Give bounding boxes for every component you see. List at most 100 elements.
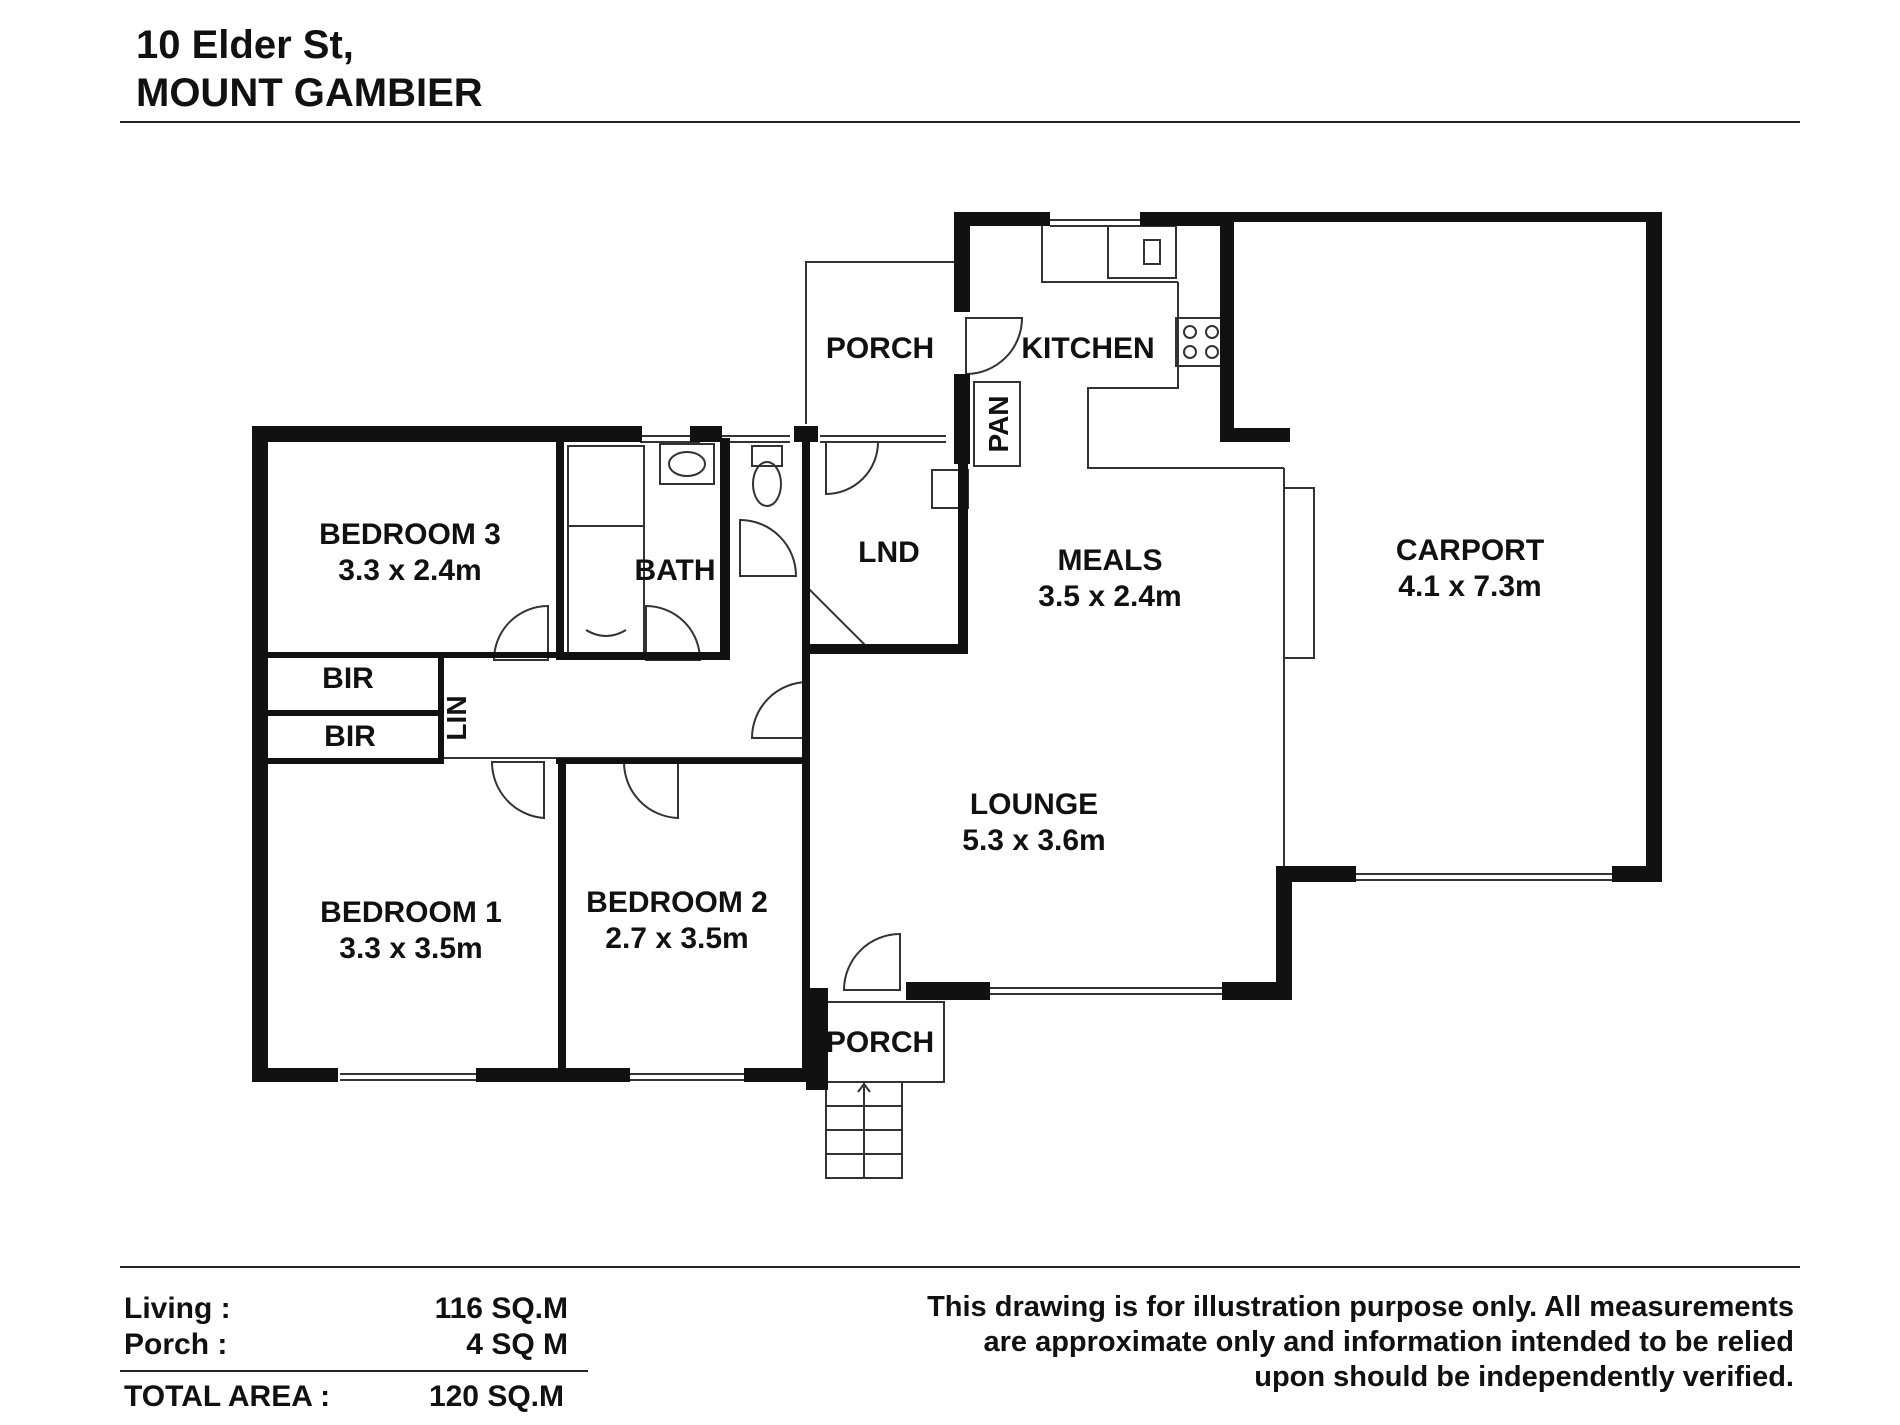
bed2-window xyxy=(630,1073,744,1081)
footer-rule xyxy=(120,1266,1800,1268)
wall-bed2-right xyxy=(802,758,810,1070)
door-wc xyxy=(739,518,798,577)
wall-bottom-3 xyxy=(744,1068,822,1082)
bath-tub xyxy=(567,526,645,655)
door-porch-kitchen xyxy=(965,317,1024,376)
wall-bed3-right xyxy=(556,438,564,660)
wall-porch-left xyxy=(806,988,828,1090)
wall-top-left xyxy=(252,426,642,442)
wall-top-mid xyxy=(690,426,722,442)
wall-bir-bottom xyxy=(268,758,444,764)
porch-front-name: PORCH xyxy=(826,1026,934,1059)
wall-lnd-bottom xyxy=(802,644,966,654)
bedroom1-size: 3.3 x 3.5m xyxy=(339,932,482,965)
wall-lnd-right xyxy=(958,462,968,654)
carport-name: CARPORT xyxy=(1396,534,1544,567)
bir1-name: BIR xyxy=(322,662,374,695)
kitchen-island xyxy=(1087,282,1284,469)
tub-drain xyxy=(585,629,627,637)
address-line-1: 10 Elder St, xyxy=(136,23,354,67)
pan-name: PAN xyxy=(983,395,1014,452)
porch-rear-name: PORCH xyxy=(826,332,934,365)
lounge-name: LOUNGE xyxy=(970,788,1098,821)
wall-carport-bottom-left xyxy=(1276,866,1356,882)
meals-name: MEALS xyxy=(1058,544,1163,577)
living-label: Living : xyxy=(124,1292,231,1325)
header-rule xyxy=(120,121,1800,123)
toilet-cistern xyxy=(751,445,783,467)
lounge-window xyxy=(990,987,1222,995)
wall-kitchen-top-2 xyxy=(1140,212,1228,226)
burner-1 xyxy=(1183,325,1197,339)
porch-value: 4 SQ M xyxy=(466,1328,568,1361)
total-rule xyxy=(120,1370,588,1372)
sink-bowl xyxy=(1143,239,1161,265)
wall-lounge-bottom-right xyxy=(1222,982,1292,1000)
wall-bed3-bottom xyxy=(268,652,556,658)
living-value: 116 SQ.M xyxy=(434,1292,568,1325)
kitchen-bench xyxy=(1041,220,1178,283)
rear-porch-outline xyxy=(805,261,954,424)
lnd-name: LND xyxy=(858,536,920,569)
door-bed3 xyxy=(492,604,549,661)
address-line-2: MOUNT GAMBIER xyxy=(136,71,483,115)
wall-carport-bottom-right xyxy=(1612,866,1662,882)
burner-2 xyxy=(1205,325,1219,339)
kitchen-window xyxy=(1050,219,1140,227)
wall-bath-bottom xyxy=(556,652,728,660)
carport-size: 4.1 x 7.3m xyxy=(1398,570,1541,603)
kitchen-sink xyxy=(1107,225,1177,279)
wall-bath-right xyxy=(720,438,730,660)
disclaimer: This drawing is for illustration purpose… xyxy=(794,1290,1794,1395)
door-hall xyxy=(750,680,809,739)
wall-bottom-1 xyxy=(252,1068,338,1082)
disclaimer-line-1: This drawing is for illustration purpose… xyxy=(927,1291,1794,1323)
wall-bir-right xyxy=(438,652,444,758)
wall-carport-right xyxy=(1646,212,1662,882)
bed1-window xyxy=(340,1073,476,1081)
wall-kitchen-step xyxy=(1220,428,1290,442)
total-area-label: TOTAL AREA : xyxy=(124,1380,331,1413)
meals-size: 3.5 x 2.4m xyxy=(1038,580,1181,613)
bath-name: BATH xyxy=(634,554,715,587)
porch-label: Porch : xyxy=(124,1328,228,1361)
wall-bir-mid xyxy=(268,710,444,716)
thin-lines xyxy=(340,219,1616,1179)
lounge-size: 5.3 x 3.6m xyxy=(962,824,1105,857)
door-bed2 xyxy=(622,761,679,820)
bedroom2-size: 2.7 x 3.5m xyxy=(605,922,748,955)
wall-kitchen-left-lower xyxy=(954,374,970,464)
disclaimer-line-2: are approximate only and information int… xyxy=(983,1326,1794,1358)
walls xyxy=(252,212,1662,1090)
wall-carport-top xyxy=(1234,212,1660,222)
wall-left xyxy=(252,426,268,1082)
door-bath xyxy=(645,604,702,661)
wall-lounge-right xyxy=(1276,866,1292,1000)
wc-window xyxy=(720,435,790,443)
pantry-outline xyxy=(973,381,1021,467)
door-lnd-porch xyxy=(825,441,880,496)
kitchen-name: KITCHEN xyxy=(1021,332,1154,365)
shower xyxy=(567,445,645,527)
carport-opening xyxy=(1356,873,1616,881)
door-bed1 xyxy=(490,761,545,820)
door-front xyxy=(842,932,901,991)
carport-window-frame xyxy=(1283,487,1315,659)
bedroom1-name: BEDROOM 1 xyxy=(320,896,502,929)
step-lines xyxy=(826,1082,902,1178)
disclaimer-line-3: upon should be independently verified. xyxy=(1254,1361,1794,1393)
burner-3 xyxy=(1183,345,1197,359)
vanity xyxy=(659,443,715,485)
toilet-bowl xyxy=(752,461,782,507)
wall-lounge-bottom-left xyxy=(906,982,990,1000)
bedroom2-name: BEDROOM 2 xyxy=(586,886,768,919)
lin-name: LIN xyxy=(441,695,472,740)
wall-lnd-left xyxy=(802,438,810,758)
wall-bottom-2 xyxy=(476,1068,630,1082)
entry-arrow xyxy=(857,1082,871,1098)
wall-bed1-bed2 xyxy=(558,758,566,1070)
wall-kitchen-left-upper xyxy=(954,212,970,312)
door-lnd xyxy=(807,585,866,653)
cooktop xyxy=(1175,317,1227,367)
